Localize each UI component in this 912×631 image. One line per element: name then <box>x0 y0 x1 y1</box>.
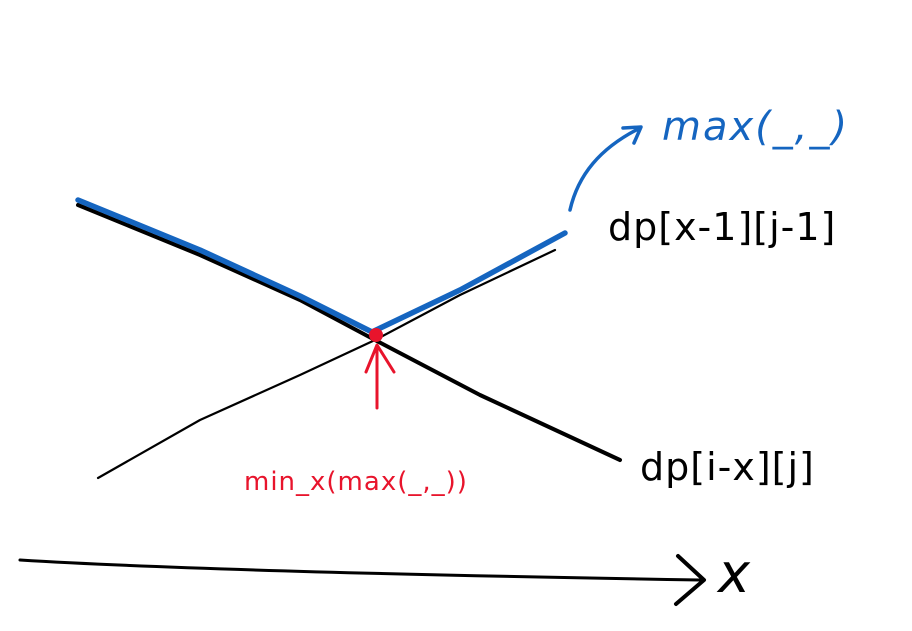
min-label: min_x(max(_,_)) <box>244 467 468 497</box>
minimum-point <box>369 328 383 342</box>
decreasing-line <box>76 203 622 462</box>
increasing-line <box>96 248 557 480</box>
x-axis-arrowhead <box>674 554 706 606</box>
minimum-arrowhead <box>364 343 396 374</box>
x-axis-line <box>18 558 702 582</box>
dp-upper-label: dp[x-1][j-1] <box>608 205 836 249</box>
dp-lower-label: dp[i-x][j] <box>640 445 815 489</box>
max-label-arrow <box>568 126 642 212</box>
max-label: max(_,_) <box>662 104 849 150</box>
max-envelope-curve <box>75 197 568 335</box>
x-axis-label: x <box>716 542 751 605</box>
max-label-arrowhead <box>621 125 643 145</box>
